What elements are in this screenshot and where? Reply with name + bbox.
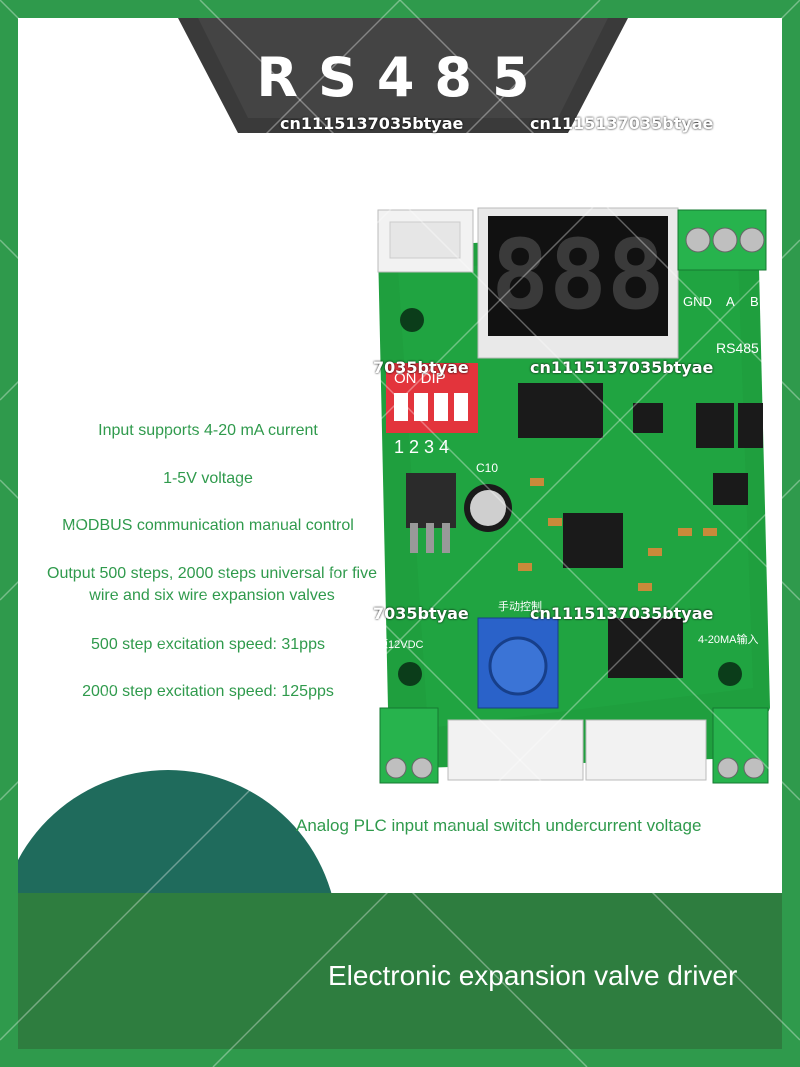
watermark: cn1115137035btyae [280,114,464,133]
rs485-board-label: RS485 [716,340,759,356]
feature-modbus: MODBUS communication manual control [62,517,354,534]
footer-title: Electronic expansion valve driver [328,960,738,991]
watermark: cn1115137035btyae [530,358,714,377]
feature-output-steps: Output 500 steps, 2000 steps universal f… [47,565,377,604]
feature-2000-speed: 2000 step excitation speed: 125pps [82,683,334,700]
b-label: B [750,294,759,309]
gnd-label: GND [683,294,712,309]
power-label: 电源12VDC [366,637,424,651]
title-banner [178,18,628,133]
feature-current-input: Input supports 4-20 mA current [98,422,318,439]
a-label: A [726,294,735,309]
display-digits: 888 [491,219,664,331]
manual-label: 手动控制 [498,599,542,613]
watermark: 7035btyae [373,604,469,623]
pcb-board: 888 GND A B RS485 ON DIP 1 2 3 4 [358,188,770,788]
feature-500-speed: 500 step excitation speed: 31pps [91,636,325,653]
feature-voltage: 1-5V voltage [163,470,253,487]
image-canvas: RS485 888 GND A B RS485 [18,18,782,1049]
input-label: 4-20MA输入 [698,632,759,646]
cap-label: C10 [476,461,498,475]
dip-label: ON DIP [394,370,446,387]
banner-title: RS485 [256,46,550,109]
watermark: 7035btyae [373,358,469,377]
watermark: cn1115137035btyae [530,604,714,623]
footer-band [18,893,782,1049]
watermark: cn1115137035btyae [530,114,714,133]
caption: Analog PLC input manual switch undercurr… [296,816,702,835]
dip-numbers: 1 2 3 4 [394,437,449,457]
